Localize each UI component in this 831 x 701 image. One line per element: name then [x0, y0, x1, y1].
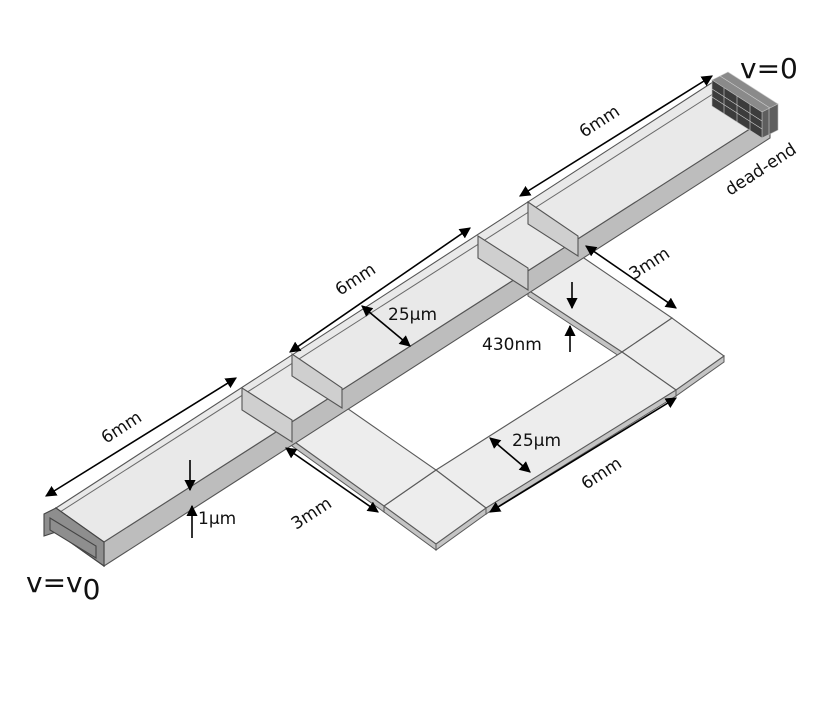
- dim-label-loop-upper: 3mm: [626, 243, 674, 284]
- dim-label-loop-width: 25μm: [512, 431, 561, 451]
- dim-label-seg1: 6mm: [98, 407, 146, 448]
- dim-arrow-loop-width: [489, 437, 531, 473]
- inlet-velocity-subscript: 0: [83, 573, 101, 606]
- dim-arrow-main-width: [361, 305, 411, 347]
- dim-arrow-seg3: [519, 75, 713, 197]
- dead-end-mesh-lines: [711, 75, 771, 134]
- dim-label-loop-depth: 430nm: [482, 335, 542, 355]
- dim-label-main-width: 25μm: [388, 305, 437, 325]
- main-channel-joint-left-a: [241, 386, 293, 444]
- main-channel-joint-right-b: [527, 200, 579, 258]
- dim-label-loop-lower: 3mm: [288, 493, 336, 534]
- dead-end-block: [711, 71, 779, 139]
- main-channel-joint-right-a: [477, 234, 529, 292]
- dim-arrow-loop-upper: [585, 245, 677, 309]
- loop-long-leg-top: [435, 351, 677, 509]
- inlet-opening: [49, 517, 97, 559]
- dimension-arrows: [45, 75, 713, 538]
- main-channel-joint-left-b: [291, 352, 343, 410]
- dim-arrow-loop-long: [489, 397, 677, 513]
- dim-label-seg2: 6mm: [332, 259, 380, 300]
- dim-arrow-loop-lower: [285, 447, 379, 513]
- inlet-velocity-label: v=v0: [26, 566, 100, 606]
- dim-arrow-seg1: [45, 377, 237, 497]
- dim-label-main-depth: 1μm: [198, 509, 236, 529]
- inlet-velocity-main: v=v: [26, 566, 83, 599]
- dim-label-loop-long: 6mm: [578, 453, 626, 494]
- outlet-velocity-label: v=0: [740, 52, 798, 85]
- dim-arrow-seg2: [289, 227, 471, 353]
